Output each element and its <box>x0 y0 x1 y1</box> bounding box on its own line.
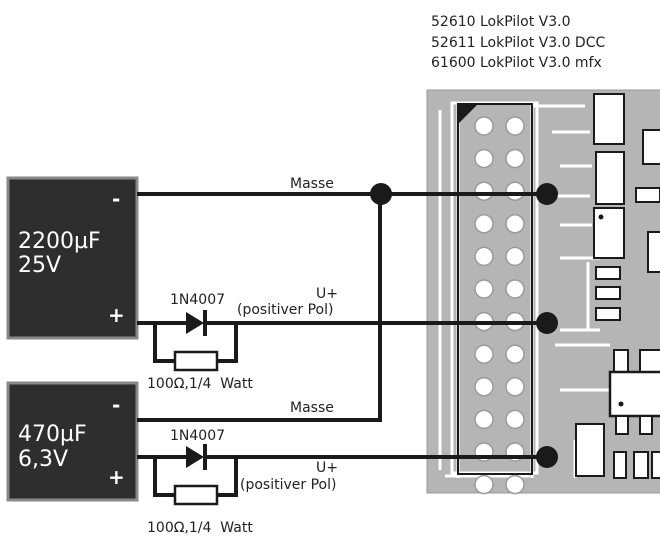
connector-positive-dot <box>536 446 558 468</box>
diode-2-label: 1N4007 <box>170 428 225 444</box>
smd-component <box>635 187 660 203</box>
diode-2-symbol <box>186 444 207 470</box>
smd-ic <box>608 370 660 418</box>
positive-label-1: U+ <box>316 286 338 302</box>
decoder-board <box>426 89 660 495</box>
resistor-2-loop <box>153 457 238 497</box>
connector-outline <box>457 103 533 475</box>
smd-resistor <box>595 286 621 300</box>
capacitor-1-value: 2200µF <box>18 229 101 254</box>
ground-label-1: Masse <box>290 176 334 192</box>
connector-pin <box>474 409 494 430</box>
resistor-1-label: 100Ω,1/4 Watt <box>147 376 253 392</box>
smd-resistor <box>613 349 629 375</box>
product-line-2: 52611 LokPilot V3.0 DCC <box>431 35 605 51</box>
ground-label-2: Masse <box>290 400 334 416</box>
pin1-marker <box>458 104 478 124</box>
connector-pin <box>505 344 525 364</box>
diode-1-label: 1N4007 <box>170 292 225 308</box>
connector-positive-dot <box>536 312 558 334</box>
resistor-2-symbol <box>173 484 219 506</box>
product-line-3: 61600 LokPilot V3.0 mfx <box>431 55 602 71</box>
smd-resistor <box>633 451 649 479</box>
connector-pin <box>505 474 525 495</box>
connector-pin <box>474 474 494 495</box>
capacitor-1-plus: + <box>108 303 125 327</box>
diode-1-symbol <box>186 310 207 336</box>
smd-resistor <box>615 415 629 435</box>
capacitor-1-minus: - <box>112 187 120 211</box>
connector-ground-dot <box>536 183 558 205</box>
connector-pin <box>505 181 525 201</box>
connector-pin <box>505 116 525 136</box>
smd-resistor <box>595 307 621 321</box>
smd-resistor <box>651 451 660 479</box>
resistor-1-loop <box>153 323 238 363</box>
connector-pin <box>474 246 494 267</box>
smd-resistor <box>639 349 660 375</box>
smd-component <box>647 231 660 273</box>
connector-pin <box>474 344 494 364</box>
connector-pin <box>474 116 494 136</box>
smd-component <box>575 423 605 477</box>
smd-resistor <box>639 415 653 435</box>
connector-pin <box>474 214 494 234</box>
capacitor-2200uf: 2200µF 25V - + <box>6 176 139 340</box>
connector-pin <box>474 148 494 169</box>
connector-pin <box>505 148 525 169</box>
resistor-1-symbol <box>173 350 219 372</box>
smd-component <box>642 129 660 165</box>
capacitor-2-minus: - <box>112 393 120 417</box>
capacitor-2-plus: + <box>108 465 125 489</box>
capacitor-2-voltage: 6,3V <box>18 447 68 472</box>
connector-pin <box>505 246 525 267</box>
connector-pin <box>505 409 525 430</box>
smd-resistor <box>595 266 621 280</box>
connector-pin <box>505 377 525 397</box>
capacitor-2-value: 470µF <box>18 422 87 447</box>
capacitor-1-voltage: 25V <box>18 253 61 278</box>
connector-pin <box>474 377 494 397</box>
smd-resistor <box>613 451 627 479</box>
smd-ic <box>593 207 625 259</box>
positive-pole-label-1: (positiver Pol) <box>237 302 333 318</box>
wires <box>137 192 547 497</box>
capacitor-470uf: 470µF 6,3V - + <box>6 381 139 502</box>
positive-pole-label-2: (positiver Pol) <box>240 477 336 493</box>
connector-pin <box>505 214 525 234</box>
resistor-2-label: 100Ω,1/4 Watt <box>147 520 253 536</box>
junction-dot <box>370 183 392 205</box>
product-line-1: 52610 LokPilot V3.0 <box>431 14 570 30</box>
connector-pin <box>505 279 525 299</box>
connector-pin <box>474 279 494 299</box>
smd-component <box>595 151 625 205</box>
positive-label-2: U+ <box>316 460 338 476</box>
smd-component <box>593 93 625 145</box>
connector-pin <box>474 181 494 201</box>
